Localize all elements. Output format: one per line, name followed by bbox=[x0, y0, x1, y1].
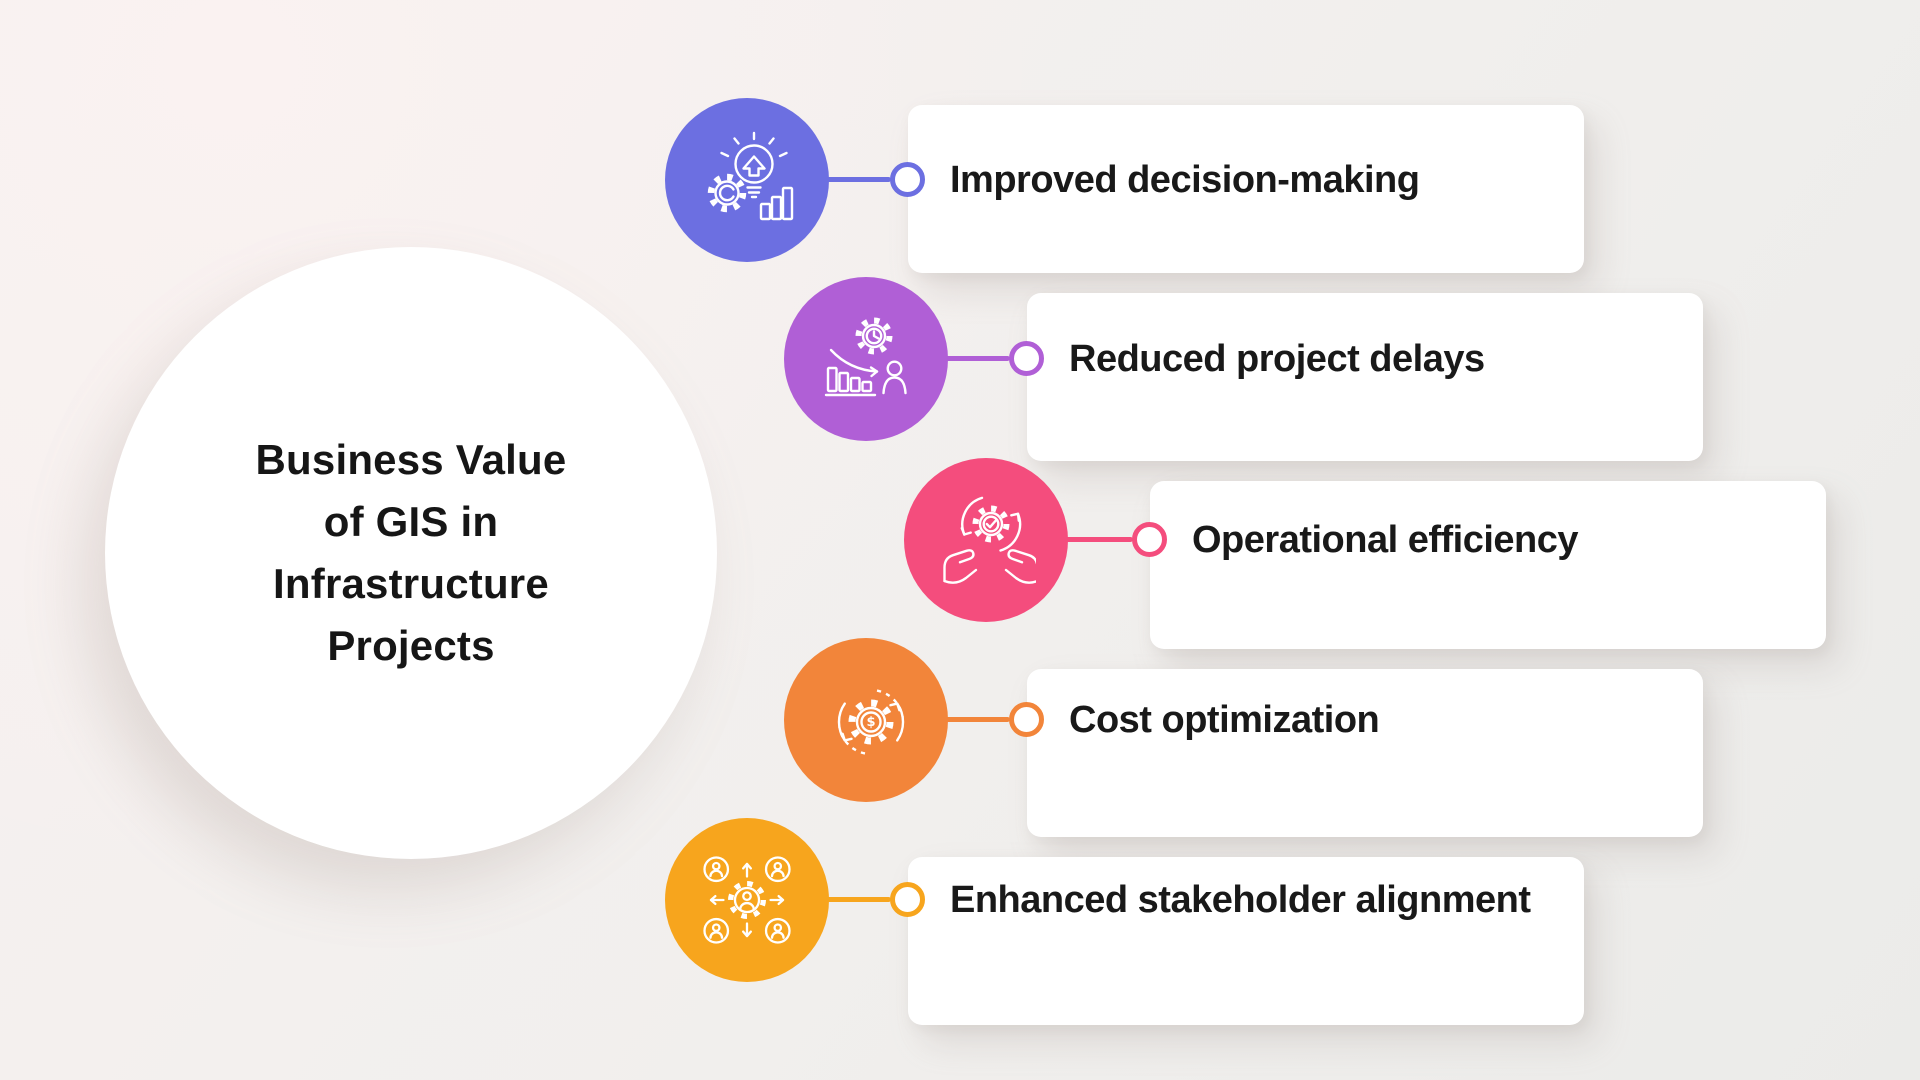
benefit-label: Cost optimization bbox=[1069, 699, 1380, 741]
connector-ring bbox=[1009, 341, 1044, 376]
connector-line bbox=[815, 177, 891, 182]
benefit-card bbox=[1027, 669, 1703, 837]
hands-holding-gear-check-icon bbox=[943, 496, 1036, 584]
benefit-label: Reduced project delays bbox=[1069, 338, 1485, 380]
benefit-icon-bubble bbox=[904, 458, 1068, 622]
svg-text:$: $ bbox=[866, 715, 875, 730]
benefit-icon-bubble bbox=[665, 818, 829, 982]
dollar-gear-cycle-icon: $ bbox=[837, 689, 905, 755]
clock-gear-declining-chart-icon bbox=[824, 317, 907, 397]
benefit-icon-bubble: $ bbox=[784, 638, 948, 802]
benefit-label: Improved decision-making bbox=[950, 159, 1420, 201]
benefit-card bbox=[1150, 481, 1826, 649]
connector-ring bbox=[1132, 522, 1167, 557]
connector-line bbox=[934, 356, 1010, 361]
benefit-label: Operational efficiency bbox=[1192, 519, 1579, 561]
benefit-card bbox=[908, 857, 1584, 1025]
benefit-icon-bubble bbox=[665, 98, 829, 262]
infographic-title: Business Value of GIS in Infrastructure … bbox=[255, 436, 567, 669]
connector-ring bbox=[1009, 702, 1044, 737]
benefit-card bbox=[1027, 293, 1703, 461]
central-topic-circle: Business Value of GIS in Infrastructure … bbox=[105, 247, 717, 859]
connector-line bbox=[934, 717, 1010, 722]
connector-line bbox=[1054, 537, 1133, 542]
idea-lightbulb-growth-icon bbox=[707, 131, 794, 221]
benefit-card bbox=[908, 105, 1584, 273]
stakeholder-network-gear-icon bbox=[703, 856, 791, 944]
benefit-label: Enhanced stakeholder alignment bbox=[950, 879, 1531, 921]
connector-ring bbox=[890, 882, 925, 917]
connector-ring bbox=[890, 162, 925, 197]
benefit-icon-bubble bbox=[784, 277, 948, 441]
connector-line bbox=[815, 897, 891, 902]
